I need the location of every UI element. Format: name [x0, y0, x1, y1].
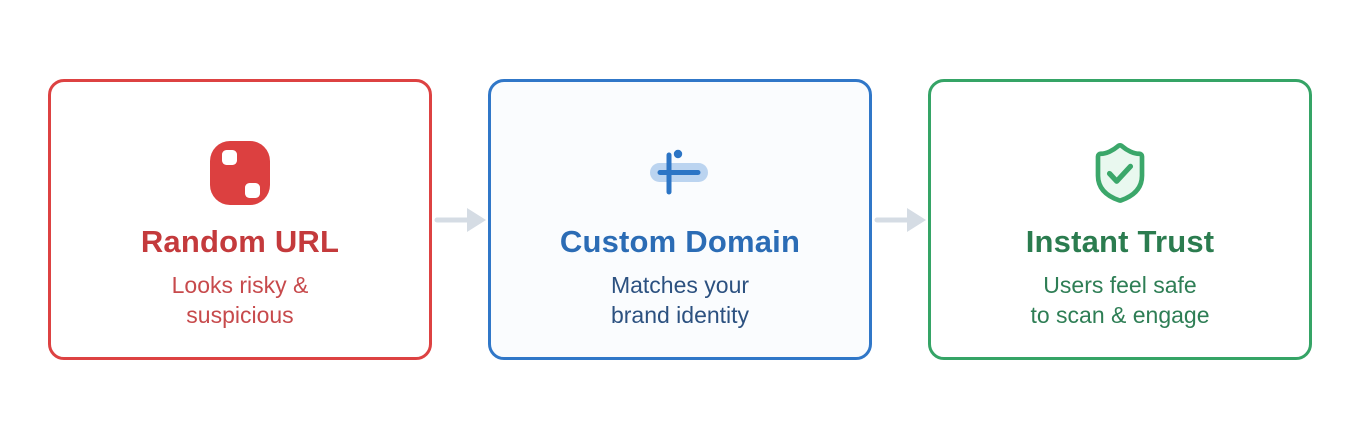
card-instant-trust: Instant Trust Users feel safe to scan & … [928, 79, 1312, 360]
process-diagram: Random URL Looks risky & suspicious Cust… [48, 79, 1360, 360]
card-subtitle-line2: brand identity [610, 302, 750, 328]
card-subtitle-line2: to scan & engage [1030, 302, 1210, 328]
input-cursor-icon [650, 149, 708, 195]
shield-check-icon [1095, 143, 1145, 203]
card-title: Instant Trust [1025, 224, 1215, 259]
card-subtitle-line1: Looks risky & [171, 272, 309, 298]
card-subtitle-line2: suspicious [186, 302, 294, 328]
card-icon-wrap [1087, 140, 1153, 206]
card-title: Custom Domain [559, 224, 801, 259]
card-subtitle: Looks risky & suspicious [172, 270, 309, 330]
right-arrow-icon [874, 207, 926, 232]
card-subtitle-line1: Matches your [610, 272, 750, 298]
card-subtitle-line1: Users feel safe [1043, 272, 1197, 298]
card-icon-wrap [209, 140, 271, 206]
card-title: Random URL [140, 224, 340, 259]
dice-icon [210, 141, 270, 205]
card-icon-wrap [648, 140, 712, 206]
flow-arrow [872, 79, 928, 360]
card-subtitle: Users feel safe to scan & engage [1030, 270, 1209, 330]
card-subtitle: Matches your brand identity [611, 270, 749, 330]
right-arrow-icon [434, 207, 486, 232]
card-custom-domain: Custom Domain Matches your brand identit… [488, 79, 872, 360]
card-random-url: Random URL Looks risky & suspicious [48, 79, 432, 360]
flow-arrow [432, 79, 488, 360]
